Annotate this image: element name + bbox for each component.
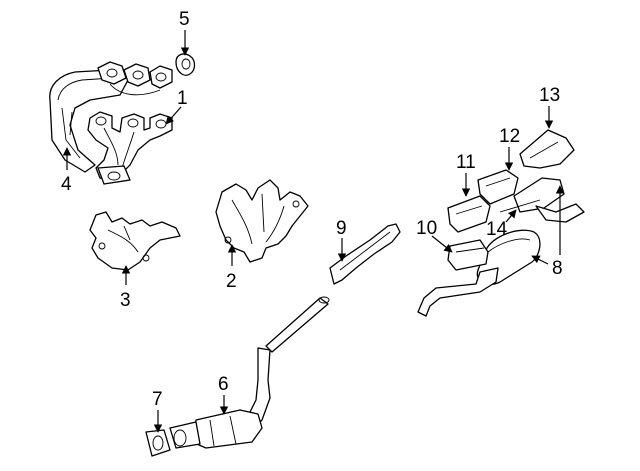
leader-8b: [531, 255, 549, 265]
callout-11: 11: [456, 152, 476, 173]
callout-labels: 1 2 3 4 5 6 7 8 9 10 11 12 13 14: [61, 9, 563, 410]
heat-shield-9: [329, 223, 401, 285]
exhaust-manifold-assembly: [49, 61, 173, 185]
callout-6: 6: [218, 374, 229, 395]
callout-1: 1: [177, 88, 188, 109]
callout-14: 14: [486, 219, 508, 240]
gasket-5: [175, 53, 196, 76]
callout-4: 4: [61, 174, 72, 195]
leader-lines: [62, 30, 565, 433]
heat-shield-3: [89, 211, 181, 271]
callout-10: 10: [416, 218, 437, 239]
callout-7: 7: [152, 389, 163, 410]
rear-exhaust-assembly: [417, 129, 585, 317]
leader-14: [505, 209, 517, 223]
leader-1: [165, 106, 182, 125]
callout-13: 13: [539, 85, 560, 106]
callout-8: 8: [552, 258, 563, 279]
callout-12: 12: [499, 126, 520, 147]
callout-9: 9: [336, 218, 347, 239]
heat-shield-2: [215, 179, 309, 263]
gasket-7: [145, 429, 171, 457]
callout-2: 2: [226, 271, 237, 292]
converter-pipe-6: [169, 296, 330, 449]
callout-5: 5: [179, 9, 190, 30]
callout-3: 3: [120, 290, 131, 311]
leader-10: [431, 235, 453, 253]
